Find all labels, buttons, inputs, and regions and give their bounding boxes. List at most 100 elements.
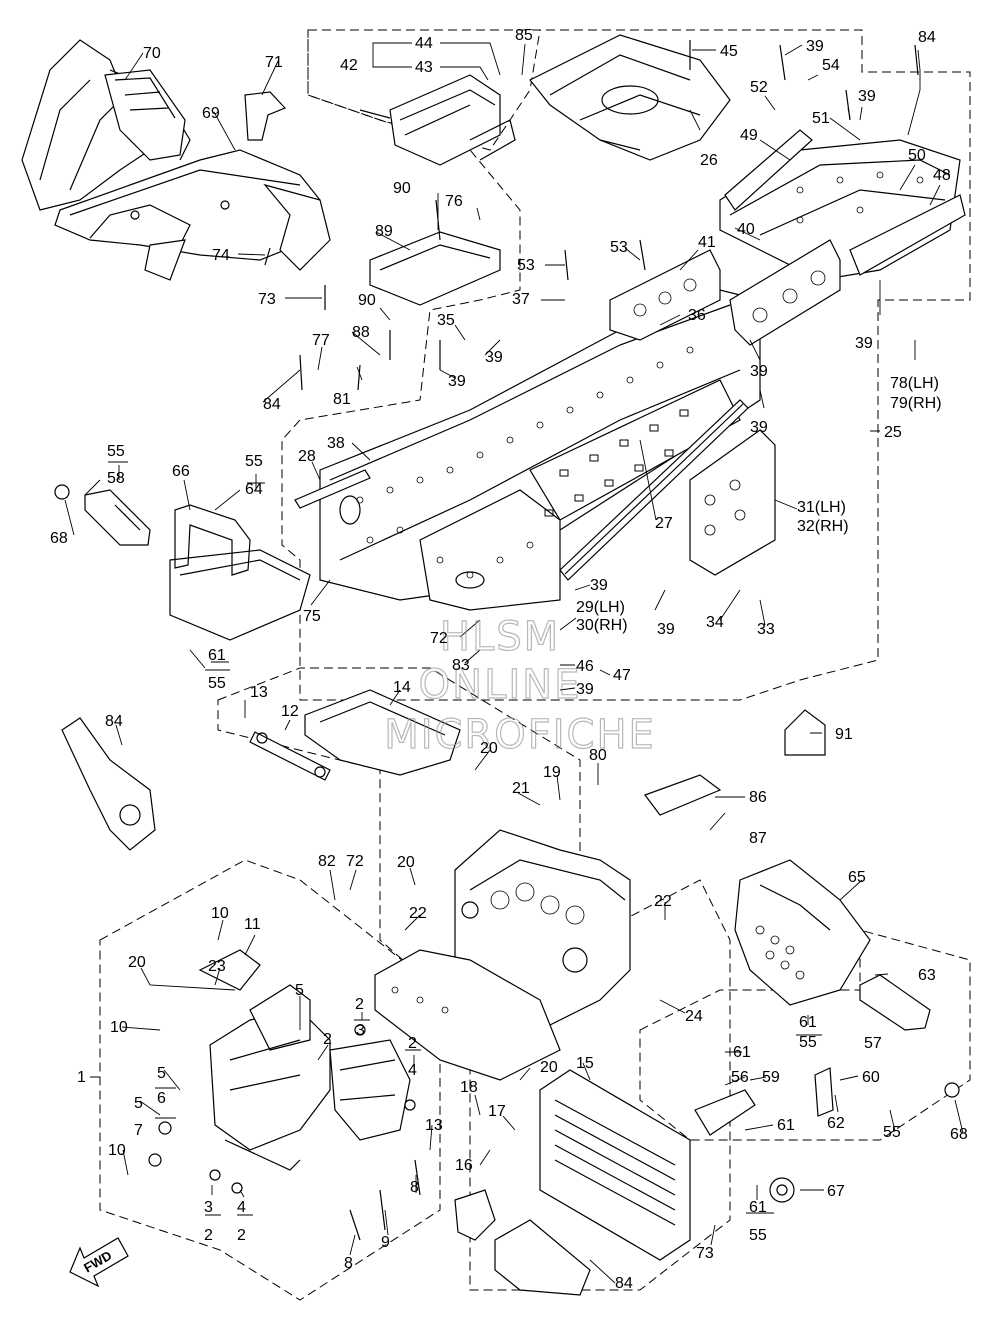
- callout-47: 47: [613, 667, 631, 684]
- fasteners: [264, 40, 919, 1241]
- callout-79: 79(RH): [890, 395, 942, 412]
- callout-46: 46: [576, 658, 594, 675]
- callout-34: 34: [706, 614, 724, 631]
- callout-60: 60: [862, 1069, 880, 1086]
- callout-11: 11: [244, 916, 261, 933]
- callout-49: 49: [740, 127, 758, 144]
- heat-exchanger-15: [539, 1069, 691, 1261]
- callout-37: 37: [512, 291, 530, 308]
- callout-38: 38: [327, 435, 345, 452]
- callout-67: 67: [827, 1183, 845, 1200]
- callout-39: 39: [750, 363, 768, 380]
- grommet-68: [54, 484, 70, 500]
- callout-74: 74: [212, 247, 230, 264]
- callout-51: 51: [812, 110, 830, 127]
- callout-27: 27: [655, 515, 673, 532]
- callout-29: 29(LH): [576, 599, 625, 616]
- callout-72: 72: [346, 853, 364, 870]
- callout-7: 7: [134, 1122, 143, 1139]
- callout-22: 22: [409, 905, 427, 922]
- callout-90: 90: [393, 180, 411, 197]
- callout-62: 62: [827, 1115, 845, 1132]
- callout-20: 20: [128, 954, 146, 971]
- callout-63: 63: [918, 967, 936, 984]
- callout-61: 61: [799, 1014, 817, 1031]
- callout-90: 90: [358, 292, 376, 309]
- callout-64: 64: [245, 481, 263, 498]
- callout-55: 55: [883, 1124, 901, 1141]
- callout-17: 17: [488, 1103, 506, 1120]
- callout-57: 57: [864, 1035, 882, 1052]
- assembly-upper-left-boundary: [307, 29, 541, 151]
- bracket-84-left: [61, 717, 156, 851]
- callout-91: 91: [835, 726, 853, 743]
- callout-2: 2: [237, 1227, 246, 1244]
- callout-61: 61: [733, 1044, 751, 1061]
- leader-lines: [64, 42, 964, 1284]
- callout-6: 6: [157, 1090, 166, 1107]
- rear-cover-26: [529, 34, 731, 161]
- callout-82: 82: [318, 853, 336, 870]
- callout-36: 36: [688, 307, 706, 324]
- callout-39: 39: [576, 681, 594, 698]
- callout-18: 18: [460, 1079, 478, 1096]
- callout-39: 39: [448, 373, 466, 390]
- callout-41: 41: [698, 234, 716, 251]
- callout-2: 2: [355, 996, 364, 1013]
- callout-39: 39: [750, 419, 768, 436]
- callout-65: 65: [848, 869, 866, 886]
- callout-26: 26: [700, 152, 718, 169]
- callout-19: 19: [543, 764, 561, 781]
- callout-20: 20: [480, 740, 498, 757]
- rear-frame-50: [719, 139, 966, 281]
- step-guard-65: [734, 859, 871, 1006]
- assembly-1-boundary: [99, 859, 441, 1301]
- callout-55: 55: [208, 675, 226, 692]
- callout-1: 1: [77, 1069, 86, 1086]
- callout-9: 9: [381, 1234, 390, 1251]
- callout-61: 61: [208, 647, 226, 664]
- callout-39: 39: [657, 621, 675, 638]
- callout-68: 68: [50, 530, 68, 547]
- bracket-91: [784, 709, 826, 756]
- callout-81: 81: [333, 391, 351, 408]
- callout-21: 21: [512, 780, 530, 797]
- callout-84: 84: [263, 396, 281, 413]
- callout-2: 2: [204, 1227, 213, 1244]
- callout-33: 33: [757, 621, 775, 638]
- callout-72: 72: [430, 630, 448, 647]
- assembly-lower-boundary: [469, 879, 731, 1291]
- bracket-59: [694, 1089, 756, 1136]
- bracket-71: [244, 91, 287, 141]
- callout-77: 77: [312, 332, 330, 349]
- watermark-line1: HLSM: [440, 614, 560, 660]
- shaft-12: [249, 731, 331, 781]
- callout-40: 40: [737, 221, 755, 238]
- callout-28: 28: [298, 448, 316, 465]
- callout-42: 42: [340, 57, 358, 74]
- front-cowling-70: [21, 39, 191, 211]
- callout-35: 35: [437, 312, 455, 329]
- callout-10: 10: [211, 905, 229, 922]
- callout-14: 14: [393, 679, 411, 696]
- callout-13: 13: [250, 684, 268, 701]
- callout-48: 48: [933, 167, 951, 184]
- callout-2: 2: [323, 1031, 332, 1048]
- callout-20: 20: [397, 854, 415, 871]
- front-suspension-assembly-1: [148, 949, 416, 1194]
- callout-68: 68: [950, 1126, 968, 1143]
- callout-3: 3: [204, 1199, 213, 1216]
- cover-86: [644, 774, 722, 816]
- callout-15: 15: [576, 1055, 594, 1072]
- callout-10: 10: [110, 1019, 128, 1036]
- plate-89: [369, 231, 501, 306]
- plate-14: [304, 689, 461, 776]
- assembly-25-boundary: [281, 29, 971, 701]
- callout-87: 87: [749, 830, 767, 847]
- fwd-arrow-icon: FWD: [69, 1237, 129, 1288]
- callout-52: 52: [750, 79, 768, 96]
- callout-53: 53: [517, 257, 535, 274]
- callout-16: 16: [455, 1157, 473, 1174]
- callout-55: 55: [799, 1034, 817, 1051]
- callout-10: 10: [108, 1142, 126, 1159]
